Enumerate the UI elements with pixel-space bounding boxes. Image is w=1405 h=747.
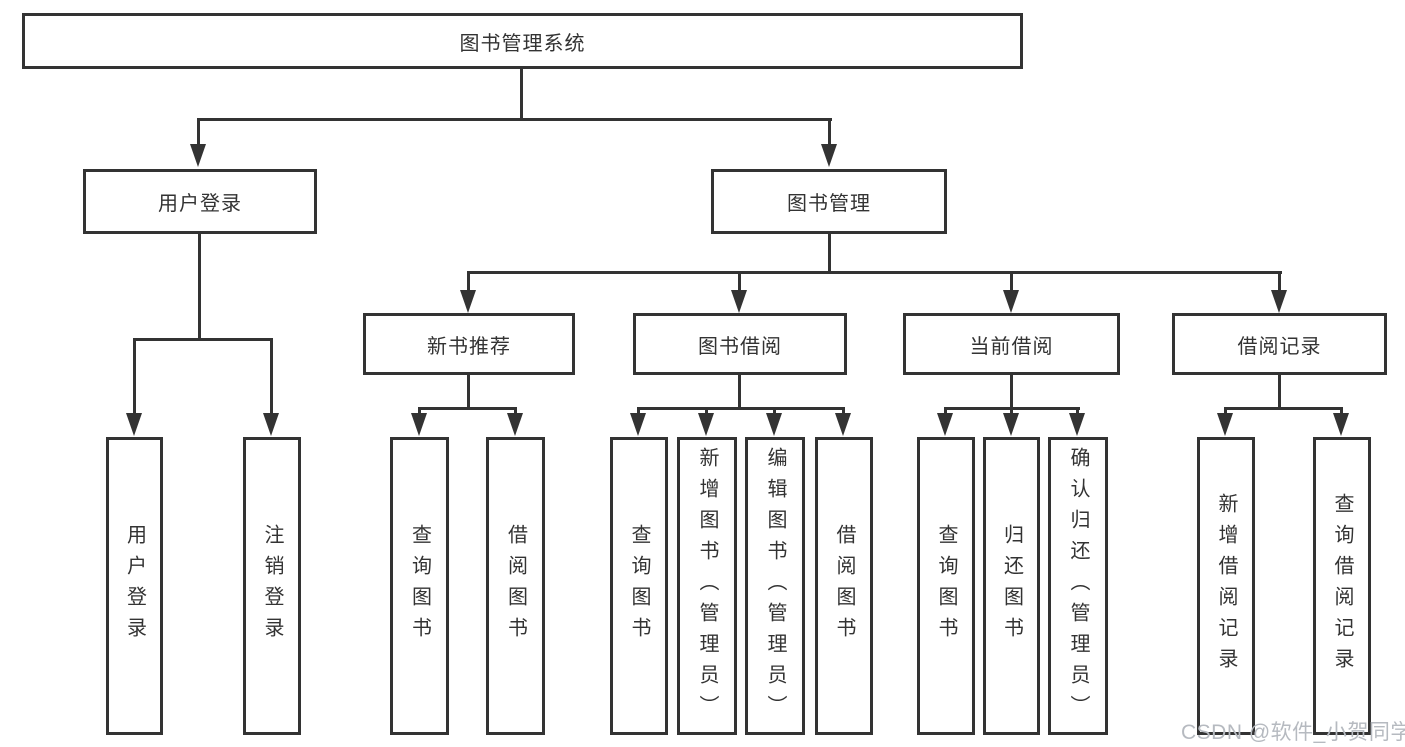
arrowhead-add-borrowing-record (1217, 413, 1233, 436)
node-new-book-recommendation: 新书推荐 (363, 313, 575, 375)
connector-user-login-crossbar (133, 338, 273, 341)
node-book-management: 图书管理 (711, 169, 947, 234)
leaf-query-books-recommend: 查询图书 (390, 437, 449, 735)
connector-arrow-shaft (842, 407, 845, 417)
arrowhead-return-books (1003, 413, 1019, 436)
leaf-edit-book-admin: 编辑图书（管理员） (745, 437, 805, 735)
connector-arrow-shaft (773, 407, 776, 417)
connector-arrow-shaft (1224, 407, 1227, 417)
connector-arrow-shaft-user-login (197, 118, 200, 148)
arrowhead-add-book-admin (698, 413, 714, 436)
connector-arrow-shaft-current-borrowing (1010, 271, 1013, 293)
leaf-add-borrowing-record: 新增借阅记录 (1197, 437, 1255, 735)
arrowhead-book-borrowing (731, 290, 747, 313)
connector-arrow-shaft (1010, 407, 1013, 417)
arrowhead-book-management (821, 144, 837, 167)
leaf-borrow-books-recommend: 借阅图书 (486, 437, 545, 735)
leaf-add-book-admin: 新增图书（管理员） (677, 437, 737, 735)
connector-user-login-stem (198, 234, 201, 341)
connector-arrow-shaft-book-management (828, 118, 831, 148)
arrowhead-query-borrowing-record (1333, 413, 1349, 436)
connector-arrow-shaft (637, 407, 640, 417)
connector-arrow-shaft (705, 407, 708, 417)
leaf-user-login: 用户登录 (106, 437, 163, 735)
connector-arrow-shaft (418, 407, 421, 417)
arrowhead-leaf-user-login (126, 413, 142, 436)
connector-arrow-shaft (944, 407, 947, 417)
arrowhead-new-book (460, 290, 476, 313)
connector-current-borrowing-stem (1010, 375, 1013, 410)
connector-arrow-shaft (1340, 407, 1343, 417)
node-user-login: 用户登录 (83, 169, 317, 234)
arrowhead-query-books-current (937, 413, 953, 436)
leaf-logout: 注销登录 (243, 437, 301, 735)
connector-book-borrowing-stem (738, 375, 741, 410)
csdn-watermark: CSDN @软件_小贺同学 (1181, 721, 1405, 744)
connector-book-management-crossbar (467, 271, 1282, 274)
leaf-return-books: 归还图书 (983, 437, 1040, 735)
arrowhead-edit-book-admin (766, 413, 782, 436)
arrowhead-borrow-books-borrowing (835, 413, 851, 436)
arrowhead-query-books-recommend (411, 413, 427, 436)
connector-book-borrowing-crossbar (637, 407, 845, 410)
node-borrowing-records: 借阅记录 (1172, 313, 1387, 375)
connector-arrow-shaft-leaf-logout (270, 338, 273, 416)
leaf-query-borrowing-record: 查询借阅记录 (1313, 437, 1371, 735)
connector-new-book-stem (467, 375, 470, 410)
arrowhead-borrow-books-recommend (507, 413, 523, 436)
connector-arrow-shaft-book-borrowing (738, 271, 741, 293)
arrowhead-borrowing-records (1271, 290, 1287, 313)
connector-arrow-shaft-borrowing-records (1278, 271, 1281, 293)
leaf-query-books-borrowing: 查询图书 (610, 437, 668, 735)
connector-root-crossbar (198, 118, 832, 121)
arrowhead-current-borrowing (1003, 290, 1019, 313)
node-current-borrowing: 当前借阅 (903, 313, 1120, 375)
node-book-borrowing: 图书借阅 (633, 313, 847, 375)
node-library-management-system: 图书管理系统 (22, 13, 1023, 69)
arrowhead-user-login (190, 144, 206, 167)
connector-new-book-crossbar (418, 407, 517, 410)
leaf-query-books-current: 查询图书 (917, 437, 975, 735)
leaf-borrow-books-borrowing: 借阅图书 (815, 437, 873, 735)
connector-arrow-shaft-new-book (467, 271, 470, 293)
connector-book-management-stem (828, 234, 831, 274)
connector-arrow-shaft (1076, 407, 1079, 417)
connector-arrow-shaft (514, 407, 517, 417)
leaf-confirm-return-admin: 确认归还（管理员） (1048, 437, 1108, 735)
connector-borrowing-records-stem (1278, 375, 1281, 410)
connector-root-stem (520, 69, 523, 121)
arrowhead-leaf-logout (263, 413, 279, 436)
arrowhead-query-books-borrowing (630, 413, 646, 436)
arrowhead-confirm-return-admin (1069, 413, 1085, 436)
connector-arrow-shaft-leaf-user-login (133, 338, 136, 416)
connector-borrowing-records-crossbar (1224, 407, 1343, 410)
